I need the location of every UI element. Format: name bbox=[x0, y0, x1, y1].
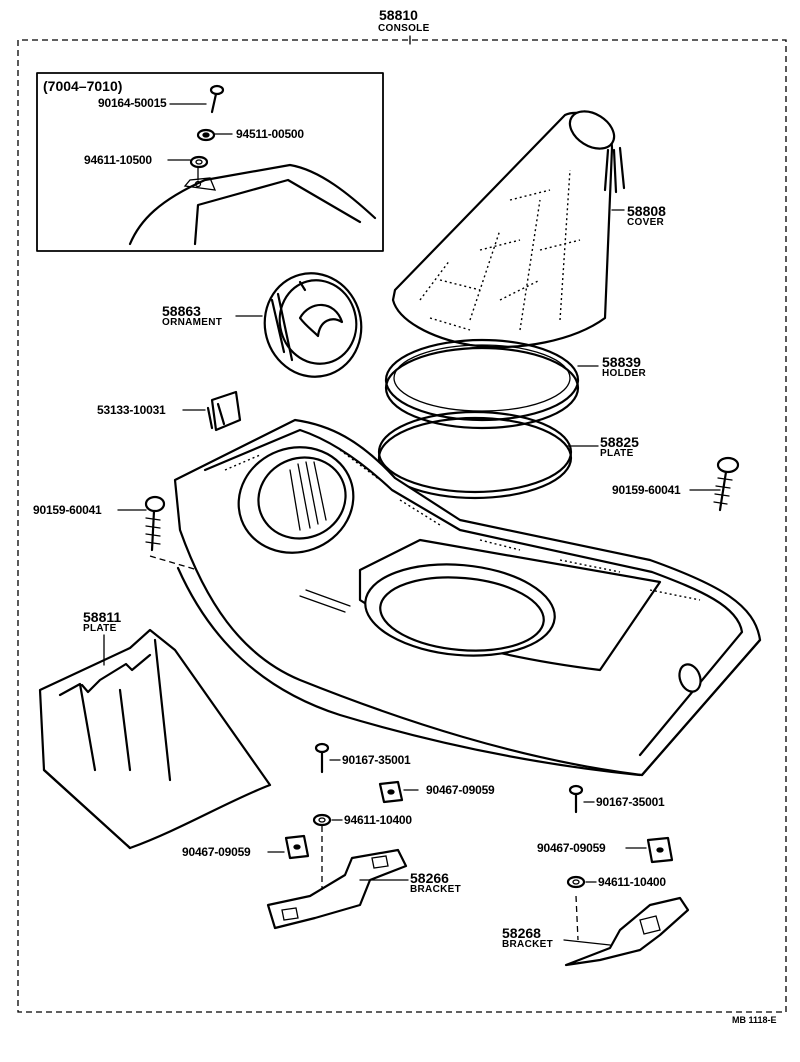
console-part-name: CONSOLE bbox=[378, 23, 430, 34]
console-part-number: 58810 bbox=[379, 7, 418, 23]
washer-icon bbox=[312, 813, 332, 827]
callout-90467-09059-right: 90467-09059 bbox=[537, 841, 606, 855]
callout-53133-10031: 53133-10031 bbox=[97, 403, 166, 417]
holder-ring-icon bbox=[384, 338, 580, 430]
callout-90467-09059-mid: 90467-09059 bbox=[426, 783, 495, 797]
callout-94611-10400-left: 94611-10400 bbox=[344, 813, 412, 827]
square-nut-icon bbox=[284, 834, 310, 860]
inset-box bbox=[36, 72, 384, 252]
callout-90159-60041-right: 90159-60041 bbox=[612, 483, 681, 497]
clip-nut-icon bbox=[196, 128, 216, 142]
callout-90167-35001-left: 90167-35001 bbox=[342, 753, 411, 767]
callout-94611-10400-right: 94611-10400 bbox=[598, 875, 666, 889]
console-body-icon bbox=[173, 418, 762, 777]
callout-58825-number: 58825 bbox=[600, 434, 639, 450]
callout-58811-number: 58811 bbox=[83, 609, 122, 625]
callout-90167-35001-right: 90167-35001 bbox=[596, 795, 665, 809]
callout-58839-number: 58839 bbox=[602, 354, 641, 370]
lower-plate-icon bbox=[38, 628, 272, 850]
square-nut-icon bbox=[378, 780, 404, 804]
screw-icon bbox=[314, 742, 330, 774]
square-nut-icon bbox=[646, 836, 674, 864]
callout-58266-name: BRACKET bbox=[410, 884, 461, 895]
callout-58811-name: PLATE bbox=[83, 623, 117, 634]
washer-icon bbox=[566, 875, 586, 889]
callout-58863-number: 58863 bbox=[162, 303, 201, 319]
shift-cover-boot-icon bbox=[391, 110, 626, 349]
ornament-icon bbox=[263, 272, 363, 378]
callout-94511-00500: 94511-00500 bbox=[236, 127, 304, 141]
callout-58825-name: PLATE bbox=[600, 448, 634, 459]
screw-icon bbox=[568, 784, 584, 814]
callout-58808-name: COVER bbox=[627, 217, 665, 228]
callout-58268-number: 58268 bbox=[502, 925, 541, 941]
callout-58266-number: 58266 bbox=[410, 870, 449, 886]
figure-code: MB 1118-E bbox=[732, 1015, 777, 1025]
diagram-frame bbox=[17, 35, 787, 1013]
callout-90159-60041-left: 90159-60041 bbox=[33, 503, 102, 517]
tapping-screw-icon bbox=[713, 456, 740, 512]
callout-94611-10500: 94611-10500 bbox=[84, 153, 152, 167]
washer-icon bbox=[189, 155, 209, 169]
bracket-icon bbox=[564, 895, 690, 967]
callout-90164-50015: 90164-50015 bbox=[98, 96, 167, 110]
screw-icon bbox=[209, 84, 225, 114]
clip-icon bbox=[206, 390, 242, 432]
callout-90467-09059-left: 90467-09059 bbox=[182, 845, 251, 859]
callout-58808-number: 58808 bbox=[627, 203, 666, 219]
bracket-icon bbox=[266, 826, 408, 930]
callout-58268-name: BRACKET bbox=[502, 939, 553, 950]
callout-58863-name: ORNAMENT bbox=[162, 317, 223, 328]
inset-date-range: (7004–7010) bbox=[43, 78, 123, 94]
plate-ring-icon bbox=[377, 410, 573, 500]
callout-58839-name: HOLDER bbox=[602, 368, 647, 379]
